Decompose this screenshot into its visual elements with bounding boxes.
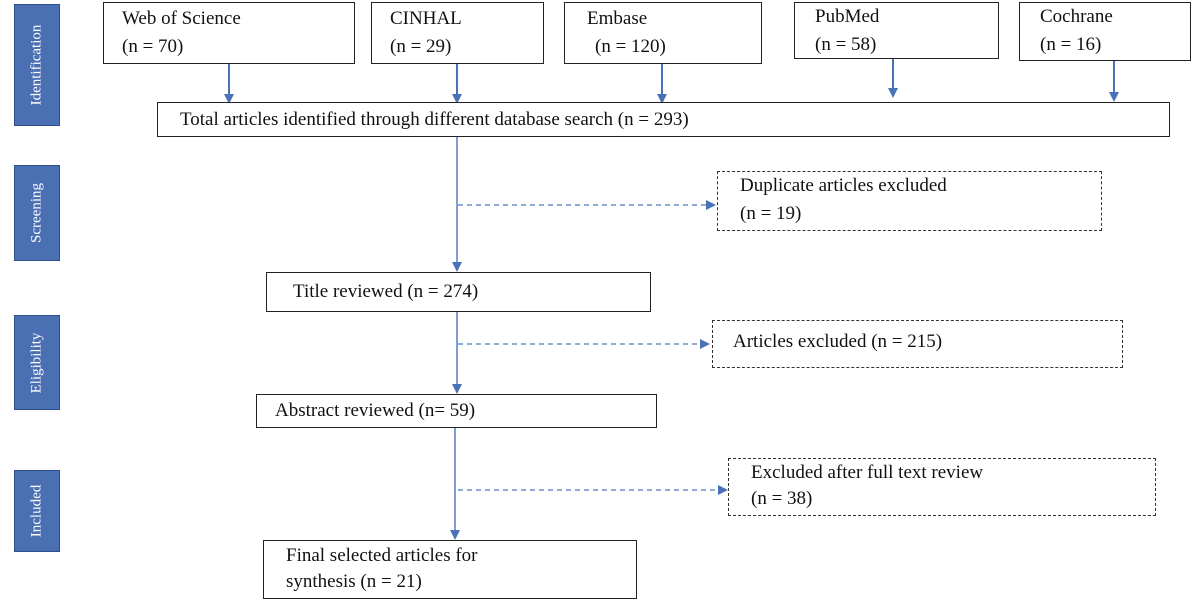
source-count: (n = 16)	[1040, 34, 1102, 55]
fulltext-excluded-label: Excluded after full text review	[751, 462, 984, 483]
abstract-reviewed-box: Abstract reviewed (n= 59)	[256, 394, 657, 428]
duplicates-count: (n = 19)	[740, 203, 802, 224]
articles-excluded-label: Articles excluded (n = 215)	[733, 331, 943, 352]
source-name: Embase	[587, 8, 648, 29]
total-box: Total articles identified through differ…	[157, 102, 1170, 137]
fulltext-excluded-count: (n = 38)	[751, 488, 813, 509]
source-name: CINHAL	[390, 8, 462, 29]
duplicates-label: Duplicate articles excluded	[740, 175, 947, 196]
abstract-reviewed-label: Abstract reviewed (n= 59)	[275, 400, 476, 421]
total-label: Total articles identified through differ…	[180, 109, 689, 130]
source-count: (n = 58)	[815, 34, 877, 55]
source-cinhal: CINHAL (n = 29)	[371, 2, 544, 64]
final-box: Final selected articles for synthesis (n…	[263, 540, 637, 599]
source-count: (n = 29)	[390, 36, 452, 57]
final-label-line1: Final selected articles for	[286, 545, 478, 566]
source-name: Cochrane	[1040, 6, 1113, 27]
source-embase: Embase (n = 120)	[564, 2, 762, 64]
source-count: (n = 120)	[595, 36, 666, 57]
source-cochrane: Cochrane (n = 16)	[1019, 2, 1191, 61]
duplicates-box: Duplicate articles excluded (n = 19)	[717, 171, 1102, 231]
source-pubmed: PubMed (n = 58)	[794, 2, 999, 59]
final-label-line2: synthesis (n = 21)	[286, 571, 422, 592]
stage-eligibility: Eligibility	[14, 315, 60, 410]
source-name: PubMed	[815, 6, 880, 27]
stage-included: Included	[14, 470, 60, 552]
title-reviewed-box: Title reviewed (n = 274)	[266, 272, 651, 312]
title-reviewed-label: Title reviewed (n = 274)	[293, 281, 479, 302]
source-count: (n = 70)	[122, 36, 184, 57]
articles-excluded-box: Articles excluded (n = 215)	[712, 320, 1123, 368]
source-name: Web of Science	[122, 8, 241, 29]
source-web-of-science: Web of Science (n = 70)	[103, 2, 355, 64]
stage-screening: Screening	[14, 165, 60, 261]
stage-identification: Identification	[14, 4, 60, 126]
fulltext-excluded-box: Excluded after full text review (n = 38)	[728, 458, 1156, 516]
